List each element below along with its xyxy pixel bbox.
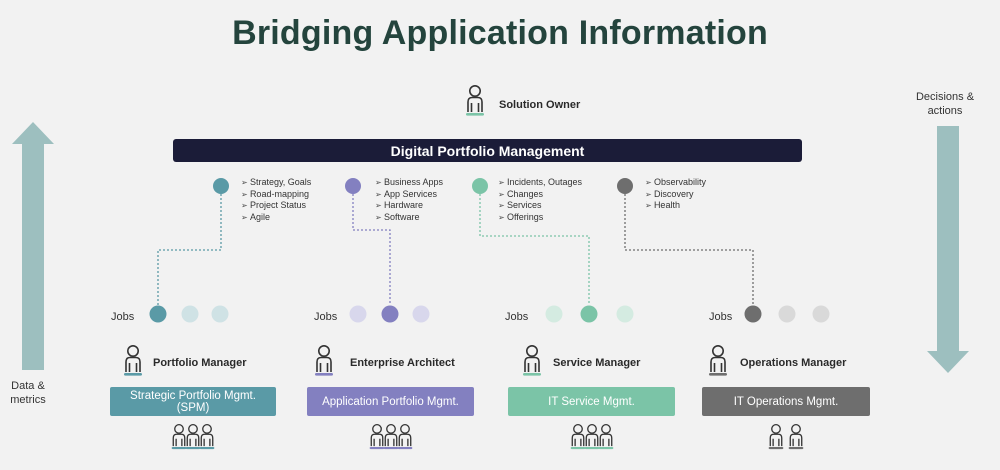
bullet-item: App Services <box>375 189 443 201</box>
jobs-label-col-3: Jobs <box>709 311 733 323</box>
role-person-icon <box>523 345 541 376</box>
solution-owner-label: Solution Owner <box>499 99 581 111</box>
role-person-icon <box>124 345 142 376</box>
bullet-item: Health <box>645 200 706 212</box>
role-enterprise-architect: Enterprise Architect <box>350 357 455 369</box>
job-dot <box>349 305 367 323</box>
job-dot <box>580 305 598 323</box>
bullet-item: Services <box>498 200 582 212</box>
job-dot <box>181 305 199 323</box>
system-box-itom: IT Operations Mgmt. <box>702 387 870 416</box>
bullet-item: Road-mapping <box>241 189 311 201</box>
bullets-col-2: Incidents, Outages Changes Services Offe… <box>498 177 582 223</box>
job-dot <box>812 305 830 323</box>
bullets-col-3: Observability Discovery Health <box>645 177 706 212</box>
job-dot <box>778 305 796 323</box>
team-person-icon <box>199 424 215 450</box>
bullets-col-1: Business Apps App Services Hardware Soft… <box>375 177 443 223</box>
role-service-manager: Service Manager <box>553 357 641 369</box>
topic-dot <box>617 178 633 194</box>
job-dot <box>545 305 563 323</box>
bullet-item: Discovery <box>645 189 706 201</box>
bullet-item: Software <box>375 212 443 224</box>
digital-portfolio-management-bar: Digital Portfolio Management <box>173 139 802 162</box>
page-title: Bridging Application Information <box>232 14 768 52</box>
role-operations-manager: Operations Manager <box>740 357 847 369</box>
job-dot <box>616 305 634 323</box>
team-person-icon <box>383 424 399 450</box>
topic-dot <box>345 178 361 194</box>
team-person-icon <box>598 424 614 450</box>
job-dot <box>381 305 399 323</box>
job-dot <box>412 305 430 323</box>
dpm-label: Digital Portfolio Management <box>390 142 585 159</box>
up-arrow-icon <box>12 122 54 370</box>
role-portfolio-manager: Portfolio Manager <box>153 357 247 369</box>
team-person-icon <box>369 424 385 450</box>
bullet-item: Hardware <box>375 200 443 212</box>
system-box-itsm: IT Service Mgmt. <box>508 387 675 416</box>
left-arrow-label: Data & metrics <box>0 379 56 407</box>
jobs-label-col-2: Jobs <box>505 311 529 323</box>
connector-line <box>157 194 222 305</box>
connector-line <box>479 194 590 305</box>
team-person-icon <box>185 424 201 450</box>
bullet-item: Project Status <box>241 200 311 212</box>
connector-line <box>624 194 754 305</box>
right-arrow-label-line-2: actions <box>927 105 963 117</box>
jobs-label-col-1: Jobs <box>314 311 338 323</box>
job-dot <box>744 305 762 323</box>
bullet-item: Observability <box>645 177 706 189</box>
bullet-item: Strategy, Goals <box>241 177 311 189</box>
role-person-icon <box>315 345 333 376</box>
system-box-apm: Application Portfolio Mgmt. <box>307 387 474 416</box>
bullet-item: Business Apps <box>375 177 443 189</box>
job-dot <box>211 305 229 323</box>
topic-dot <box>472 178 488 194</box>
bullet-item: Agile <box>241 212 311 224</box>
bullet-item: Changes <box>498 189 582 201</box>
right-arrow-label: Decisions & actions <box>905 90 985 118</box>
team-person-icon <box>397 424 413 450</box>
bullet-item: Offerings <box>498 212 582 224</box>
job-dot <box>149 305 167 323</box>
bullet-item: Incidents, Outages <box>498 177 582 189</box>
right-arrow-label-line-1: Decisions & <box>915 91 975 103</box>
system-box-spm: Strategic Portfolio Mgmt. (SPM) <box>110 387 276 416</box>
left-arrow-label-line-2: metrics <box>10 394 46 406</box>
team-person-icon <box>171 424 187 450</box>
team-person-icon <box>768 424 784 450</box>
left-arrow-label-line-1: Data & <box>11 380 45 392</box>
jobs-label-col-0: Jobs <box>111 311 135 323</box>
solution-owner-icon <box>466 85 484 116</box>
team-person-icon <box>584 424 600 450</box>
bullets-col-0: Strategy, Goals Road-mapping Project Sta… <box>241 177 311 223</box>
topic-dot <box>213 178 229 194</box>
down-arrow-icon <box>927 126 969 373</box>
connector-line <box>352 194 391 305</box>
role-person-icon <box>709 345 727 376</box>
team-person-icon <box>788 424 804 450</box>
team-person-icon <box>570 424 586 450</box>
